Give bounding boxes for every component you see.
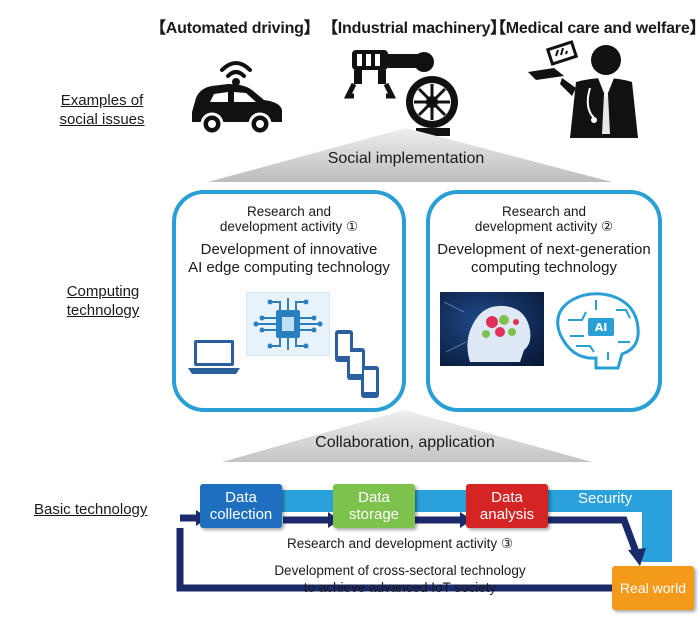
box-real-world: Real world [612,566,694,610]
row-label-examples-line1: Examples of [60,92,144,109]
smartphones-icon [335,330,379,398]
panel-2-title: Research and development activity ② [430,204,658,234]
box-data-collection-line1: Data [225,489,257,506]
panel-1-subtitle-line2: AI edge computing technology [188,259,390,276]
row-label-basic: Basic technology [34,500,164,519]
row-label-computing-line2: technology [66,302,140,319]
svg-text:AI: AI [595,321,608,334]
panel-2-subtitle-line2: computing technology [471,259,617,276]
row-label-computing: Computing technology [48,282,158,320]
social-implementation-arrow [208,128,612,182]
row-label-examples: Examples of social issues [52,91,152,129]
panel-1-title-line2: development activity ① [219,219,359,234]
panel-1-subtitle: Development of innovative AI edge comput… [176,241,402,277]
doctor-icon [528,40,638,138]
security-label: Security [578,490,633,507]
ai-circuit-brain-icon: AI [556,292,640,370]
panel-2-subtitle: Development of next-generation computing… [430,241,658,277]
car-icon [192,61,282,136]
row-label-examples-line2: social issues [59,111,145,128]
example-label-automated-driving: 【Automated driving】 [150,20,320,37]
laptop-icon [188,340,240,374]
brain-head-image [440,292,544,366]
box-real-world-label: Real world [619,579,687,596]
collaboration-label: Collaboration, application [315,434,495,451]
panel-1-title-line1: Research and [246,204,332,219]
ai-chip-icon [246,292,330,356]
box-data-storage: Data storage [333,484,415,528]
cross-sectoral-label: Development of cross-sectoral technology… [250,562,550,596]
box-data-storage-line2: storage [348,506,400,523]
box-data-collection-line2: collection [209,506,273,523]
box-data-analysis: Data analysis [466,484,548,528]
box-data-analysis-line2: analysis [479,506,535,523]
panel-1-subtitle-line1: Development of innovative [200,241,378,258]
panel-2-title-line1: Research and [501,204,587,219]
panel-2-subtitle-line1: Development of next-generation [437,241,651,258]
social-implementation-label: Social implementation [327,150,485,167]
cross-sectoral-line2: to achieve advanced IoT society [303,580,497,595]
box-data-storage-line1: Data [358,489,390,506]
robot-arm-icon [344,50,458,136]
cross-sectoral-line1: Development of cross-sectoral technology [274,563,526,578]
collaboration-arrow [222,410,592,462]
example-label-medical-care: 【Medical care and welfare】 [490,20,700,37]
panel-2-title-line2: development activity ② [474,219,614,234]
panel-1-title: Research and development activity ① [176,204,402,234]
row-label-computing-line1: Computing [66,283,140,300]
box-data-collection: Data collection [200,484,282,528]
loop-line [176,528,614,592]
box-data-analysis-line1: Data [491,489,523,506]
activity-3-label: Research and development activity ③ [287,536,513,551]
example-label-industrial-machinery: 【Industrial machinery】 [322,20,507,37]
row-label-basic-text: Basic technology [34,501,148,518]
